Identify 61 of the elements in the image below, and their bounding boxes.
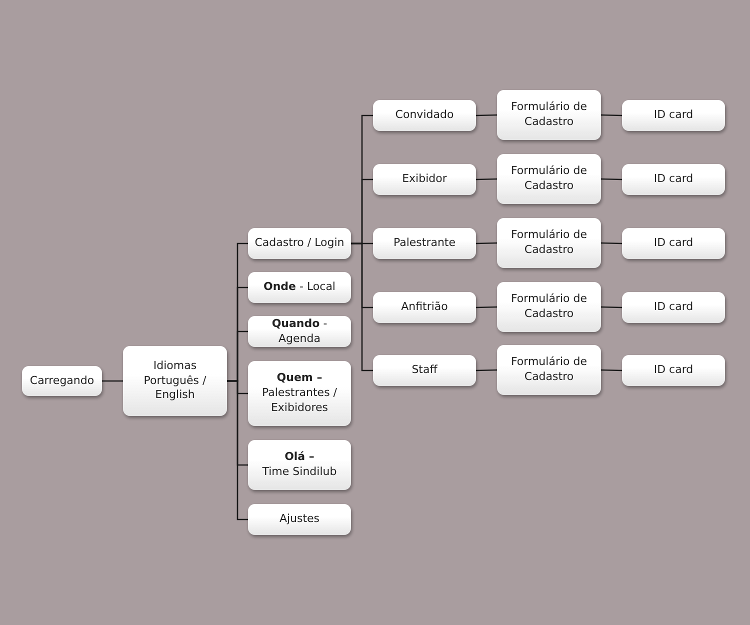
process-box <box>497 154 601 204</box>
process-box <box>248 504 351 535</box>
connector-line <box>351 242 373 372</box>
connector-line <box>476 306 498 308</box>
process-box <box>497 218 601 268</box>
process-box <box>123 346 227 416</box>
box-label: ID card <box>654 300 694 315</box>
box-label: Onde - Local <box>263 280 336 295</box>
box-label: Staff <box>412 363 438 378</box>
box-label: ID card <box>654 172 694 187</box>
connector-line <box>600 369 622 372</box>
process-box <box>248 440 351 490</box>
box-label: Ajustes <box>279 512 320 527</box>
box-heading: Olá – <box>284 450 314 465</box>
process-box <box>497 282 601 332</box>
connector-line <box>102 380 123 382</box>
process-box <box>22 366 102 396</box>
box-label: ID card <box>654 108 694 123</box>
box-label: Cadastro / Login <box>254 236 344 251</box>
box-label: ID card <box>654 236 694 251</box>
process-box <box>248 272 351 303</box>
box-label: ID card <box>654 363 694 378</box>
box-label: Quando - Agenda <box>270 316 328 346</box>
box-label: Formulário de Cadastro <box>510 292 588 322</box>
process-box <box>373 100 476 131</box>
process-box <box>622 355 725 386</box>
connector-line <box>476 242 498 244</box>
box-label: Carregando <box>30 374 94 388</box>
box-heading: Quem – <box>276 371 322 386</box>
process-box <box>622 164 725 195</box>
process-box <box>373 228 476 259</box>
process-box <box>373 164 476 195</box>
process-box <box>497 90 601 140</box>
box-label: Formulário de Cadastro <box>510 355 588 385</box>
process-box <box>497 345 601 395</box>
process-box <box>622 228 725 259</box>
box-label: Idiomas Português / English <box>142 358 208 404</box>
process-box <box>248 228 351 259</box>
process-box <box>248 361 351 426</box>
process-box <box>248 316 351 347</box>
connector-line <box>476 178 498 180</box>
box-label: Formulário de Cadastro <box>510 228 588 258</box>
connector-line <box>600 306 622 308</box>
connector-line <box>476 114 498 116</box>
box-label: Exibidor <box>402 172 447 187</box>
box-label: Time Sindilub <box>262 465 337 480</box>
connector-line <box>600 114 622 116</box>
box-label: Formulário de Cadastro <box>510 100 588 130</box>
box-label: Palestrantes / Exibidores <box>261 386 338 416</box>
connector-line <box>227 380 248 520</box>
process-box <box>622 100 725 131</box>
box-label: Convidado <box>395 108 454 123</box>
process-box <box>373 292 476 323</box>
connector-line <box>600 178 622 180</box>
process-box <box>622 292 725 323</box>
box-label: Palestrante <box>393 236 456 251</box>
box-label: Anfitrião <box>401 300 448 315</box>
process-box <box>373 355 476 386</box>
connector-line <box>476 369 498 372</box>
connector-line <box>600 242 622 244</box>
box-label: Formulário de Cadastro <box>510 164 588 194</box>
